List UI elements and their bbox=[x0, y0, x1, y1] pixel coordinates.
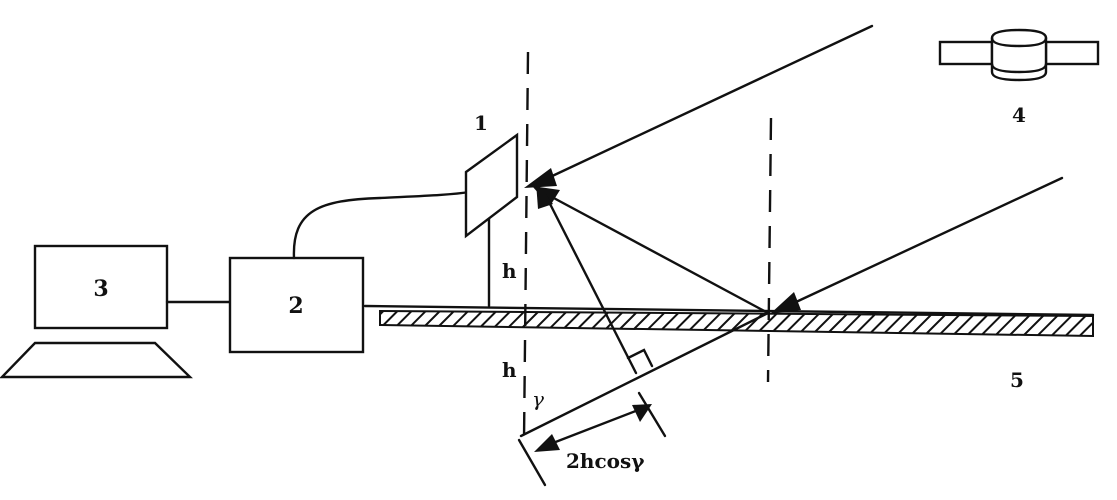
computer-monitor bbox=[33, 244, 169, 330]
perpendicular-line bbox=[536, 182, 654, 375]
height-upper-label: h bbox=[502, 259, 517, 283]
image-antenna-line bbox=[519, 311, 770, 438]
receiver-label: 2 bbox=[288, 293, 303, 319]
ground-label: 5 bbox=[1010, 368, 1024, 392]
height-lower-label: h bbox=[502, 358, 517, 382]
direct-signal-ray bbox=[524, 24, 874, 188]
antenna-vertical-dashed-line bbox=[522, 51, 530, 441]
path-difference-label: 2hcosγ bbox=[566, 449, 645, 473]
antenna: 1 bbox=[464, 111, 519, 239]
satellite-body bbox=[990, 28, 1048, 82]
reflection-vertical-dashed-line bbox=[766, 117, 773, 383]
satellite-left-panel bbox=[938, 40, 994, 66]
satellite-right-panel bbox=[1044, 40, 1100, 66]
computer-label: 3 bbox=[93, 276, 108, 302]
antenna-panel bbox=[464, 132, 519, 239]
dimension-tick-right bbox=[637, 391, 667, 438]
antenna-label: 1 bbox=[474, 111, 488, 135]
incident-signal-ray bbox=[770, 176, 1064, 314]
computer: 3 bbox=[0, 244, 193, 379]
angle-label: γ bbox=[532, 387, 544, 411]
receiver-box bbox=[228, 256, 365, 354]
computer-keyboard bbox=[0, 341, 193, 379]
receiver: 2 bbox=[228, 256, 365, 354]
satellite: 4 bbox=[938, 28, 1100, 127]
receiver-antenna-cable bbox=[292, 190, 472, 260]
path-difference-dimension bbox=[517, 391, 667, 487]
satellite-label: 4 bbox=[1012, 103, 1026, 127]
dimension-tick-left bbox=[517, 438, 547, 487]
reflected-signal-ray bbox=[532, 186, 770, 315]
ground-surface bbox=[363, 304, 1095, 338]
